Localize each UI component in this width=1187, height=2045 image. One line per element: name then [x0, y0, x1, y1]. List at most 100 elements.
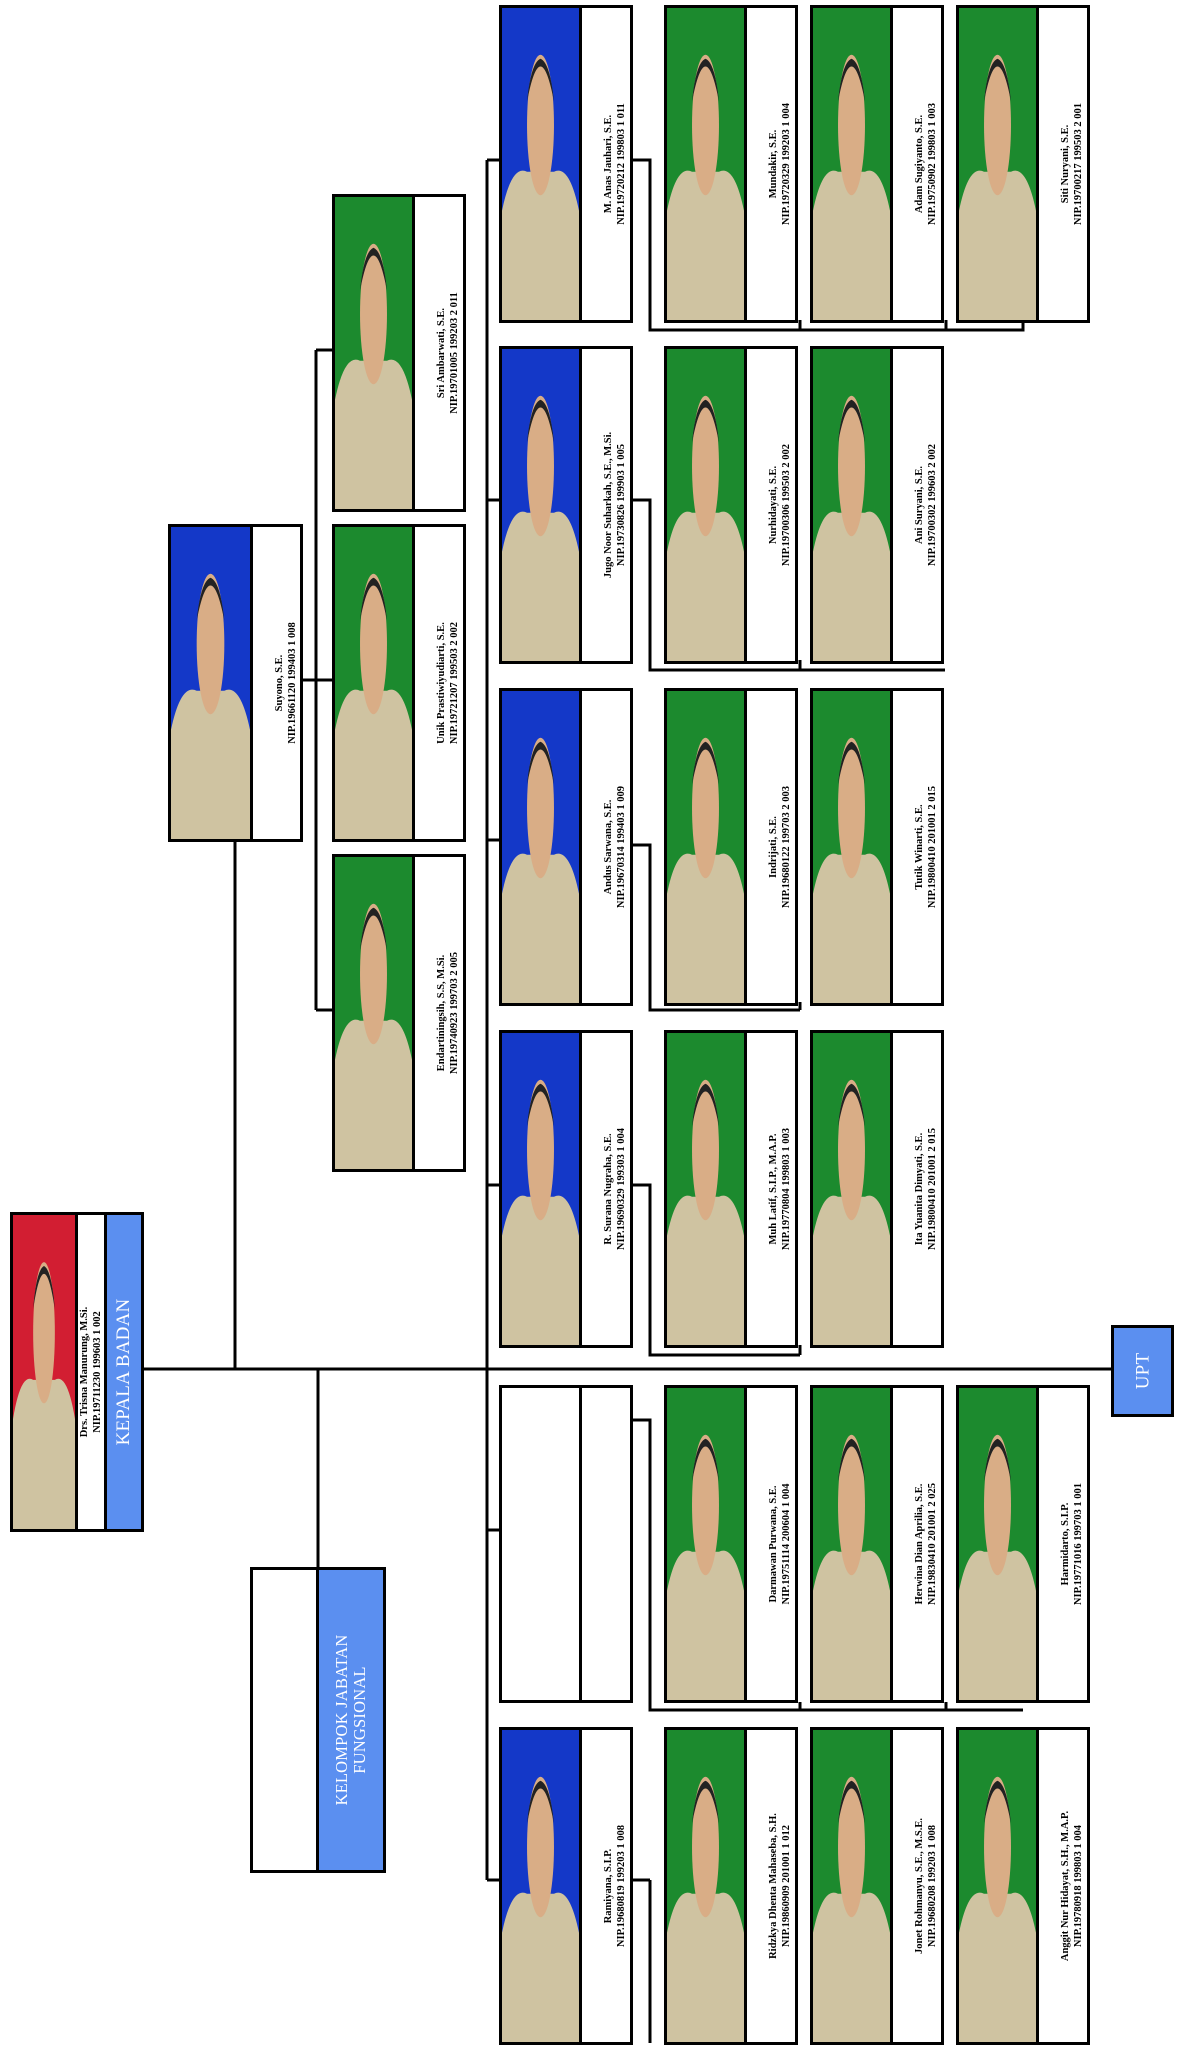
person-photo-icon	[813, 1776, 890, 2042]
kasubbag-card-3: Endartiningsih, S.S, M.Si.NIP.19740923 1…	[332, 854, 466, 1172]
position-title-line1: KASUBBID PENGENDALIAN	[943, 1085, 944, 1293]
person-photo-icon	[502, 737, 579, 1003]
person-name: R. Surana Nugraha, S.E.	[602, 1133, 614, 1245]
name-area: Siti Nuryani, S.E.NIP.19700217 199503 2 …	[1039, 8, 1087, 320]
person-photo-icon	[502, 1079, 579, 1345]
person-nip: NIP.19750902 199803 1 003	[926, 102, 938, 226]
person-photo-icon	[502, 54, 579, 320]
name-area: Nurhidayati, S.E.NIP.19700306 199503 2 0…	[747, 349, 795, 661]
person-photo-icon	[502, 1776, 579, 2042]
kasubbid-card-2: Adam Sugiyanto, S.E.NIP.19750902 199803 …	[810, 5, 944, 323]
name-area: Drs. Trisna Manurung, M.Si.NIP.19711230 …	[78, 1215, 107, 1529]
photo-frame	[335, 527, 415, 839]
position-title-line1: KASUBBAG UMUM	[464, 937, 466, 1089]
photo-frame	[959, 8, 1039, 320]
name-area: M. Anas Jauhari, S.E.NIP.19720212 199803…	[582, 8, 630, 320]
photo-frame	[667, 1730, 747, 2042]
name-area: Sri Ambarwati, S.E.NIP.19701005 199203 2…	[415, 197, 463, 509]
name-area: Ramiyana, S.I.P.NIP.19680819 199203 1 00…	[582, 1730, 630, 2042]
name-area: Herwina Dian Aprilia, S.E.NIP.19830410 2…	[893, 1388, 941, 1700]
photo-frame	[813, 349, 893, 661]
kasubbag-card-1: Sri Ambarwati, S.E.NIP.19701005 199203 2…	[332, 194, 466, 512]
person-name: Nurhidayati, S.E.	[767, 465, 779, 545]
person-nip: NIP.19670314 199403 1 009	[615, 785, 627, 909]
name-area: Ridzkya Dhenta Mahaseba, S.H.NIP.1986090…	[747, 1730, 795, 2042]
person-name: M. Anas Jauhari, S.E.	[602, 114, 614, 214]
photo-frame	[813, 691, 893, 1003]
person-photo-icon	[667, 1079, 744, 1345]
kasubbid-card-14: Jonet Rohmanyu, S.E., M.S.E.NIP.19680208…	[810, 1727, 944, 2045]
person-nip: NIP.19700306 199503 2 002	[780, 443, 792, 567]
kabid-card-1: M. Anas Jauhari, S.E.NIP.19720212 199803…	[499, 5, 633, 323]
photo-frame	[813, 1033, 893, 1345]
upt-title: UPT	[1132, 1352, 1153, 1390]
photo-frame	[667, 691, 747, 1003]
kasubbid-card-11: Herwina Dian Aprilia, S.E.NIP.19830410 2…	[810, 1385, 944, 1703]
name-area: Muh Latif, S.I.P., M.A.P.NIP.19770804 19…	[747, 1033, 795, 1345]
kasubbag-card-2: Unik Prastiwiyudiarti, S.E.NIP.19721207 …	[332, 524, 466, 842]
name-area: Ita Yuanita Dimyati, S.E.NIP.19800410 20…	[893, 1033, 941, 1345]
person-name: Andus Sarwana, S.E.	[602, 799, 614, 895]
name-area: Tutik Winarti, S.E.NIP.19800410 201001 2…	[893, 691, 941, 1003]
person-nip: NIP.19720329 199203 1 004	[780, 102, 792, 226]
person-photo-icon	[335, 903, 412, 1169]
person-name: Suyono, S.E.	[273, 654, 285, 712]
person-nip: NIP.19661120 199403 1 008	[286, 622, 298, 744]
person-name: Jonet Rohmanyu, S.E., M.S.E.	[913, 1818, 925, 1954]
person-photo-icon	[13, 1262, 75, 1529]
person-name: Tutik Winarti, S.E.	[913, 804, 925, 890]
position-title-line1: KASUBBID PENGAWASAN	[1081, 1456, 1090, 1632]
kasubbid-card-15: Anggit Nur Hidayat, S.H., M.A.P.NIP.1978…	[956, 1727, 1090, 2045]
person-name: Harmidarto, S.I.P.	[1059, 1502, 1071, 1586]
name-area: Mundakir, S.E.NIP.19720329 199203 1 004	[747, 8, 795, 320]
name-area: Jugo Noor Suharkah, S.E., M.Si.NIP.19730…	[582, 349, 630, 661]
position-title-line1: KABID PELAYANAN	[631, 1807, 633, 1965]
name-area: Suyono, S.E.NIP.19661120 199403 1 008	[253, 527, 300, 839]
person-photo-icon	[813, 395, 890, 661]
kasubbid-card-1: Mundakir, S.E.NIP.19720329 199203 1 004K…	[664, 5, 798, 323]
photo-frame	[335, 857, 415, 1169]
person-photo-icon	[813, 1434, 890, 1700]
person-nip: NIP.19721207 199503 2 002	[448, 621, 460, 745]
person-name: Muh Latif, S.I.P., M.A.P.	[767, 1133, 779, 1245]
person-photo-icon	[667, 1434, 744, 1700]
name-area: Endartiningsih, S.S, M.Si.NIP.19740923 1…	[415, 857, 463, 1169]
person-photo-icon	[667, 395, 744, 661]
photo-frame	[813, 1730, 893, 2042]
photo-frame	[813, 8, 893, 320]
kasubbid-card-12: Harmidarto, S.I.P.NIP.19771016 199703 1 …	[956, 1385, 1090, 1703]
person-name: Sri Ambarwati, S.E.	[435, 307, 447, 399]
position-title-line1: KASUBBID PENILAIAN	[943, 79, 944, 248]
photo-frame	[502, 1388, 582, 1700]
person-nip: NIP.19720212 199803 1 011	[615, 103, 627, 225]
photo-frame	[667, 1033, 747, 1345]
person-nip: NIP.19860909 201001 1 012	[780, 1824, 792, 1948]
person-photo-icon	[667, 54, 744, 320]
kabid-card-2: Jugo Noor Suharkah, S.E., M.Si.NIP.19730…	[499, 346, 633, 664]
person-nip: NIP.19730826 199903 1 005	[615, 443, 627, 567]
person-nip: NIP.19680122 199703 2 003	[780, 785, 792, 909]
photo-frame	[335, 197, 415, 509]
person-photo-icon	[667, 1776, 744, 2042]
person-photo-icon	[959, 54, 1036, 320]
kasubbid-card-7: Tutik Winarti, S.E.NIP.19800410 201001 2…	[810, 688, 944, 1006]
kabid-card-6: Ramiyana, S.I.P.NIP.19680819 199203 1 00…	[499, 1727, 633, 2045]
kepala-badan-card: Drs. Trisna Manurung, M.Si.NIP.19711230 …	[10, 1212, 144, 1532]
name-area: R. Surana Nugraha, S.E.NIP.19690329 1993…	[582, 1033, 630, 1345]
name-area: Harmidarto, S.I.P.NIP.19771016 199703 1 …	[1039, 1388, 1087, 1700]
photo-frame	[959, 1730, 1039, 2042]
position-title-line1: KASUBBID PENELITIAN	[935, 1463, 944, 1625]
kasubbid-card-4: Nurhidayati, S.E.NIP.19700306 199503 2 0…	[664, 346, 798, 664]
name-area: Ani Suryani, S.E.NIP.19700302 199603 2 0…	[893, 349, 941, 661]
person-nip: NIP.19751114 200604 1 004	[780, 1483, 792, 1605]
person-name: Mundakir, S.E.	[767, 129, 779, 199]
person-name: Unik Prastiwiyudiarti, S.E.	[435, 622, 447, 744]
person-photo-icon	[959, 1776, 1036, 2042]
person-name: Anggit Nur Hidayat, S.H., M.A.P.	[1059, 1810, 1071, 1962]
person-nip: NIP.19700302 199603 2 002	[926, 443, 938, 567]
kasubbid-card-13: Ridzkya Dhenta Mahaseba, S.H.NIP.1986090…	[664, 1727, 798, 2045]
person-photo-icon	[959, 1434, 1036, 1700]
kabid-card-3: Andus Sarwana, S.E.NIP.19670314 199403 1…	[499, 688, 633, 1006]
name-area: Andus Sarwana, S.E.NIP.19670314 199403 1…	[582, 691, 630, 1003]
